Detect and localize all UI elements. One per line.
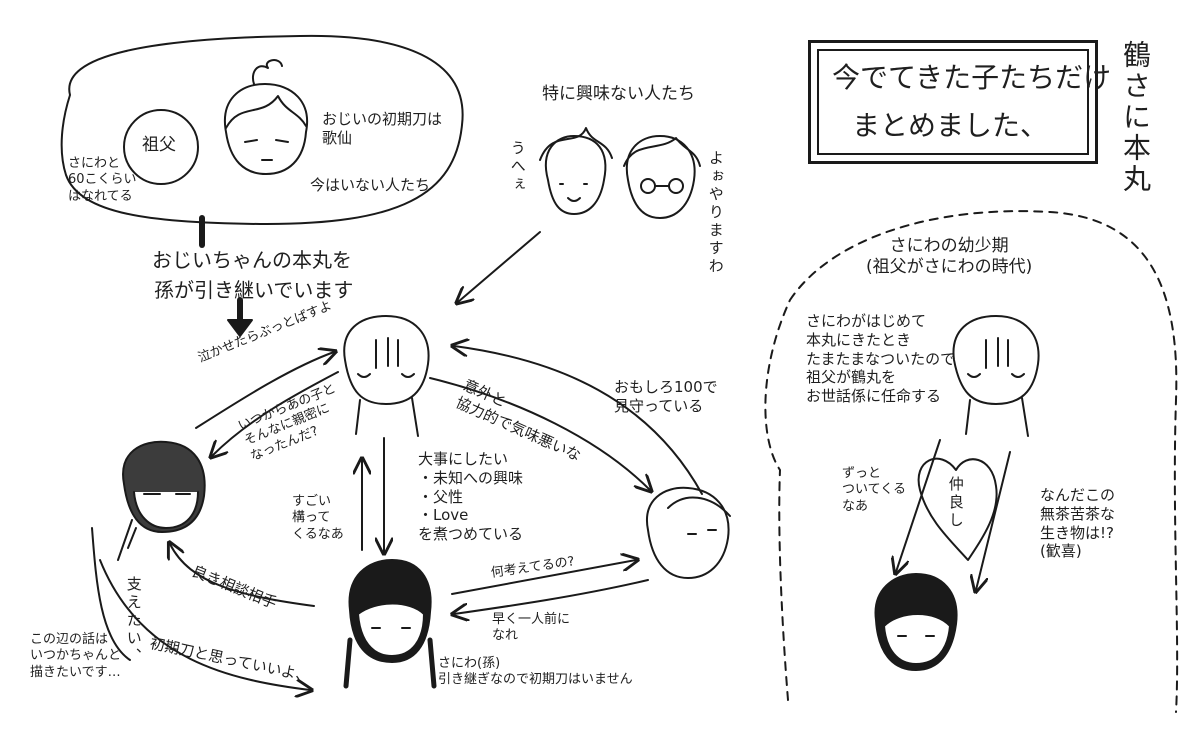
kasen-first-sword-note: おじいの初期刀は 歌仙: [322, 110, 443, 147]
kasen-face: [223, 59, 309, 175]
inheritance-line-1: おじいちゃんの本丸を: [152, 248, 352, 272]
childhood-heading: さにわの幼少期 (祖父がさにわの時代): [866, 236, 1033, 278]
watching-arrow: [454, 346, 703, 495]
title-frame: [808, 40, 1098, 164]
since-when-arrow: [212, 371, 339, 456]
odd-creature-note: なんだこの 無茶苦茶な 生き物は!? (歓喜): [1040, 486, 1116, 561]
cherish-note: 大事にしたい ・未知への興味 ・父性 ・Love を煮つめている: [418, 450, 524, 543]
uninterested-left-voice: うへぇ: [508, 140, 527, 194]
inheritance-line-2: 孫が引き継いでいます: [154, 278, 354, 302]
grow-up-arrow: [454, 579, 649, 614]
crying-arrow: [195, 352, 334, 429]
support-note: 支えたい、: [124, 576, 143, 666]
watching-note: おもしろ100で 見守っている: [614, 378, 718, 415]
grandfather-era-bubble: [60, 34, 464, 226]
uninterested-face-left: [539, 127, 613, 215]
uninterested-face-right: [623, 135, 701, 219]
uninterested-right-voice: よぉやりますわ: [706, 150, 725, 276]
childhood-story: さにわがはじめて 本丸にきたとき たまたまなついたので 祖父が鶴丸を お世話係に…: [806, 312, 956, 405]
odd-creature-arrow: [976, 451, 1011, 590]
title-line-2: まとめました、: [852, 109, 1049, 142]
always-follows-note: ずっと ついてくる なあ: [842, 466, 906, 514]
later-note: この辺の話は いつかちゃんと 描きたいです…: [30, 632, 122, 680]
age-gap-note: さにわと 60こくらい はなれてる: [68, 156, 137, 204]
tsurumaru-face-center: [343, 315, 430, 437]
title-line-1: 今でてきた子たちだけ: [832, 61, 1112, 94]
grandfather-circle: [123, 109, 199, 185]
friends-label: 仲良し: [946, 476, 965, 530]
saniwa-note: さにわ(孫) 引き継ぎなので初期刀はいません: [438, 656, 633, 688]
support-arrow: [99, 559, 310, 690]
left-character-face: [117, 440, 206, 561]
grow-up-note: 早く一人前に なれ: [492, 612, 571, 644]
advisor-arrow: [170, 544, 315, 607]
note-bracket: [91, 527, 131, 661]
clingy-note: すごい 構って くるなあ: [292, 494, 344, 542]
uninterested-heading: 特に興味ない人たち: [542, 84, 695, 104]
childhood-region: [764, 210, 1179, 713]
friends-heart: [917, 457, 998, 561]
child-saniwa-face: [874, 573, 958, 671]
gone-people-note: 今はいない人たち: [310, 176, 431, 194]
uninterested-arrow: [458, 231, 541, 302]
tsurumaru-face-childhood: [952, 315, 1040, 437]
saniwa-face: [343, 559, 437, 689]
what-thinking-arrow: [451, 560, 636, 595]
surprising-arrow: [429, 377, 650, 490]
title-side-text: 鶴さに本丸: [1119, 40, 1152, 195]
right-character-face: [646, 486, 731, 579]
grandfather-label: 祖父: [142, 135, 176, 155]
always-arrow: [896, 439, 941, 572]
